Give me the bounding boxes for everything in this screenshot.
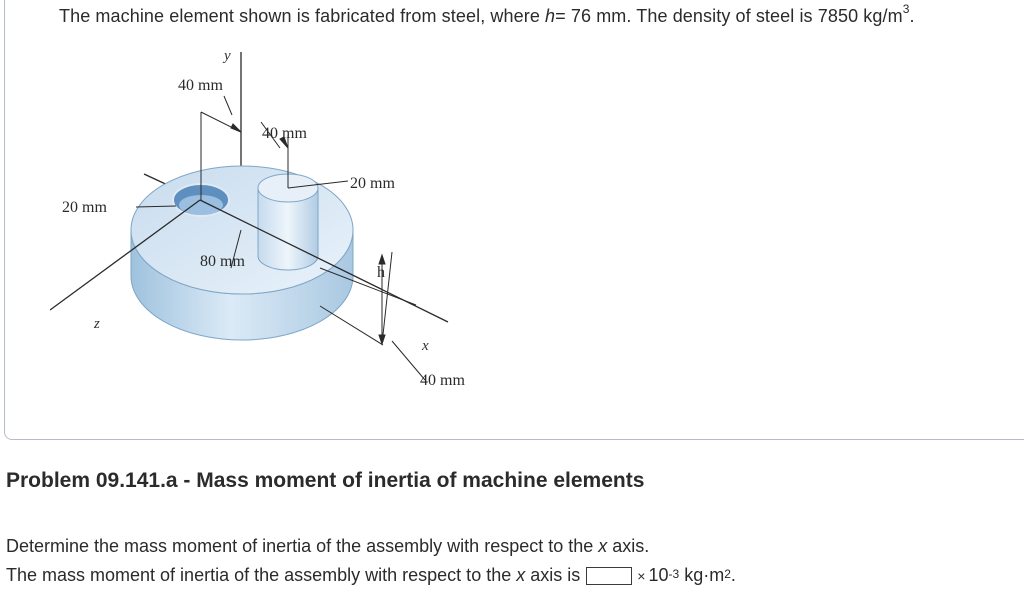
unit-period: .	[730, 565, 736, 585]
dim-80-label: 80 mm	[200, 253, 245, 270]
unit-text: kg·m	[684, 565, 725, 585]
dim-h-label: h	[377, 264, 385, 281]
z-axis-label: z	[93, 316, 100, 332]
variable-x: x	[598, 536, 608, 556]
dim-20-right-label: 20 mm	[350, 175, 395, 192]
dim-40-bottom-label: 40 mm	[420, 372, 465, 389]
z-axis-line	[50, 199, 201, 311]
y-axis-label: y	[222, 48, 231, 64]
problem-statement: The machine element shown is fabricated …	[59, 3, 915, 27]
prompt-end: axis.	[612, 536, 650, 556]
statement-density: = 76 mm. The density of steel is 7850 kg…	[555, 6, 903, 26]
boss-cylinder	[257, 173, 319, 271]
machine-element-figure: 40 mm 40 mm 20 mm 20 mm 80 mm h 40 mm x …	[50, 48, 465, 389]
answer-line: The mass moment of inertia of the assemb…	[6, 565, 736, 585]
answer-text-end: axis is	[530, 565, 581, 585]
dim-20-left-label: 20 mm	[62, 199, 107, 216]
question-prompt: Determine the mass moment of inertia of …	[6, 536, 649, 557]
section-title: Problem 09.141.a - Mass moment of inerti…	[6, 469, 645, 492]
times-sign: ×	[637, 567, 646, 584]
statement-text: The machine element shown is fabricated …	[59, 6, 540, 26]
dim-40-mid-label: 40 mm	[262, 125, 307, 142]
answer-variable-x: x	[516, 565, 526, 585]
x-axis-label: x	[421, 338, 429, 354]
dimension-lines	[135, 95, 426, 381]
power-base: 10	[648, 565, 669, 585]
statement-exponent: 3	[902, 2, 910, 16]
variable-h: h	[545, 6, 556, 26]
answer-input[interactable]	[586, 566, 633, 585]
statement-period: .	[909, 6, 915, 26]
dim-40-top-label: 40 mm	[178, 77, 223, 94]
prompt-text: Determine the mass moment of inertia of …	[6, 536, 594, 556]
answer-text: The mass moment of inertia of the assemb…	[6, 565, 512, 585]
